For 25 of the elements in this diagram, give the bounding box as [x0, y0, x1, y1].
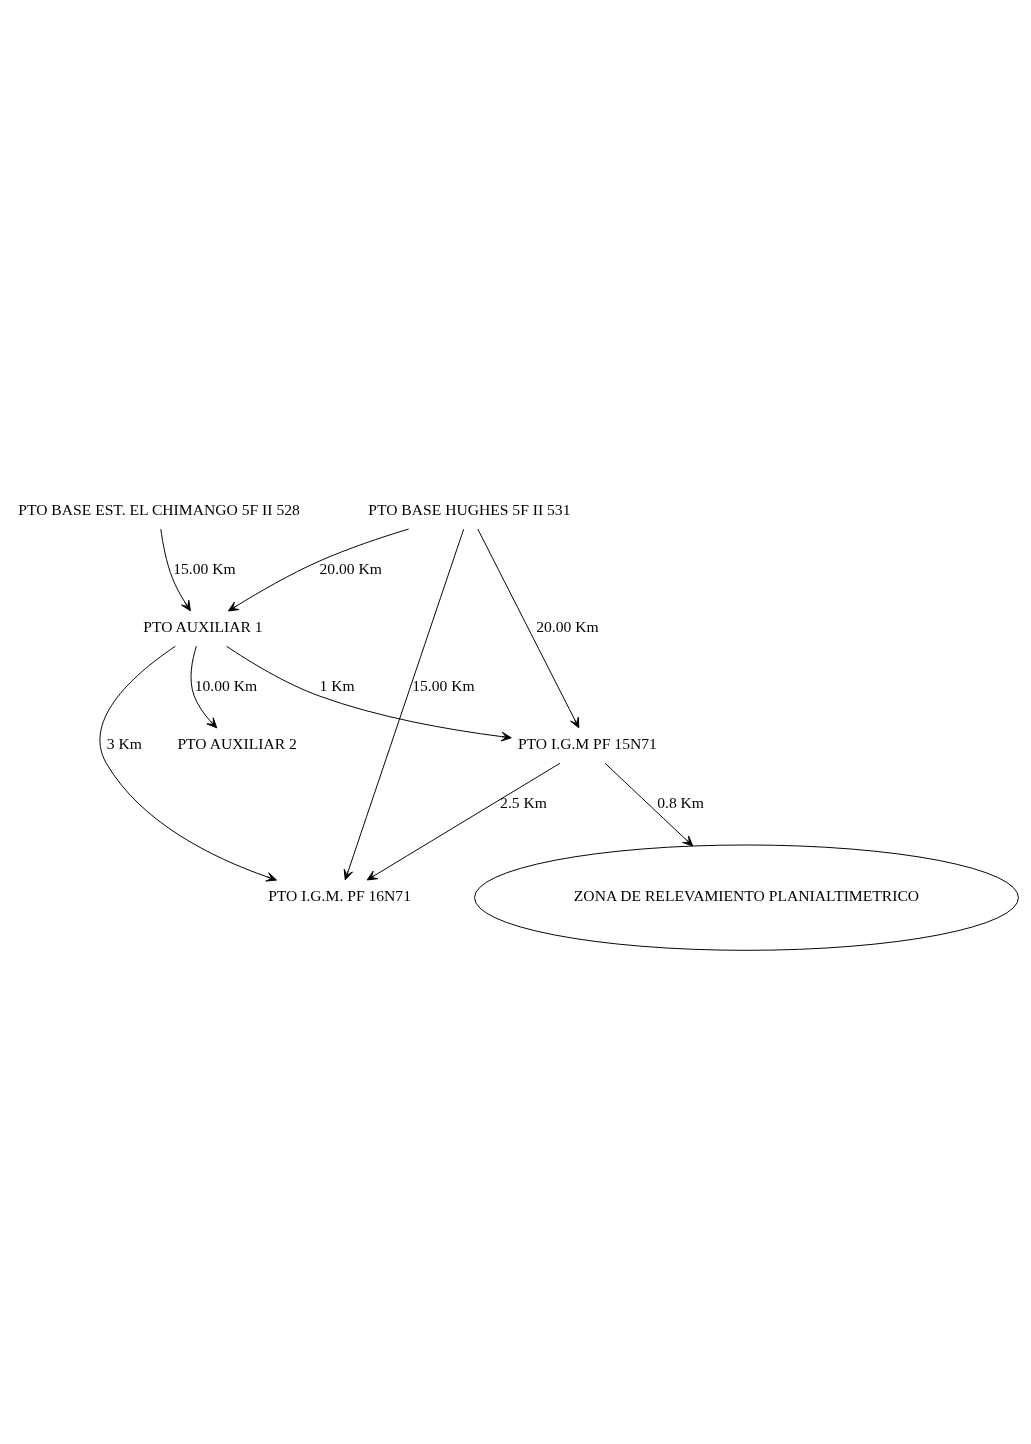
node-text: PTO BASE HUGHES 5F II 531 [368, 501, 571, 519]
edge-label: 20.00 Km [319, 559, 382, 577]
arrow [604, 762, 694, 847]
arrow [190, 645, 218, 729]
arrow [227, 528, 410, 612]
edge-label: 1 Km [319, 676, 355, 694]
arrow [477, 528, 580, 729]
edge-label: 2.5 Km [500, 793, 547, 811]
arrow [366, 762, 561, 881]
edge-label: 0.8 Km [657, 793, 705, 811]
arrow [160, 528, 191, 612]
node-text: PTO I.G.M PF 15N71 [517, 735, 657, 753]
node-text: PTO AUXILIAR 1 [143, 618, 263, 636]
arrow [226, 645, 512, 742]
node-text: PTO AUXILIAR 2 [177, 735, 297, 753]
node-text: PTO I.G.M. PF 16N71 [268, 887, 411, 905]
edge-label: 10.00 Km [194, 676, 258, 694]
edge-label: 15.00 Km [412, 676, 475, 694]
node-ellipse: ZONA DE RELEVAMIENTO PLANIALTIMETRICO [474, 844, 1019, 951]
edge-label: 3 Km [106, 735, 142, 753]
node-text: PTO BASE EST. EL CHIMANGO 5F II 528 [18, 501, 300, 519]
edge-label: 15.00 Km [173, 559, 236, 577]
arrow [99, 645, 277, 882]
edge-label: 20.00 Km [536, 618, 599, 636]
arrow [343, 528, 465, 881]
